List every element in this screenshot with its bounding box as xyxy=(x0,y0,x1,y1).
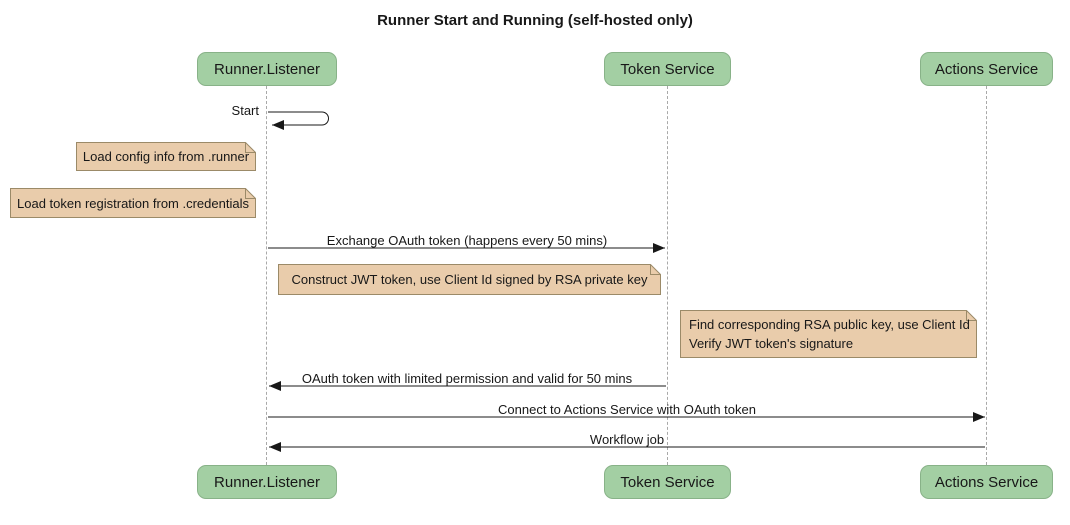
note-text: Load token registration from .credential… xyxy=(17,195,249,211)
note-load-token-registration: Load token registration from .credential… xyxy=(10,188,256,218)
note-text: Find corresponding RSA public key, use C… xyxy=(680,310,977,358)
message-label-start: Start xyxy=(231,103,259,118)
lifeline-token-service xyxy=(667,86,668,465)
participant-top-runner-listener: Runner.Listener xyxy=(197,52,337,86)
participant-bottom-actions-service: Actions Service xyxy=(920,465,1053,499)
participant-top-actions-service: Actions Service xyxy=(920,52,1053,86)
lifeline-runner-listener xyxy=(266,86,267,465)
message-label-exchange-oauth: Exchange OAuth token (happens every 50 m… xyxy=(326,233,608,248)
diagram-title: Runner Start and Running (self-hosted on… xyxy=(377,12,693,29)
note-verify-jwt: Find corresponding RSA public key, use C… xyxy=(680,310,977,358)
message-label-connect-actions: Connect to Actions Service with OAuth to… xyxy=(498,402,756,417)
lifeline-actions-service xyxy=(986,86,987,465)
note-text: Construct JWT token, use Client Id signe… xyxy=(291,272,648,287)
note-shape xyxy=(278,264,661,295)
participant-top-token-service: Token Service xyxy=(604,52,731,86)
note-text: Load config info from .runner xyxy=(82,149,250,164)
participant-bottom-runner-listener: Runner.Listener xyxy=(197,465,337,499)
note-shape xyxy=(76,142,256,171)
note-construct-jwt: Construct JWT token, use Client Id signe… xyxy=(278,264,661,295)
arrow-start-self xyxy=(268,111,329,130)
note-load-config: Load config info from .runner xyxy=(76,142,256,171)
note-shape xyxy=(680,310,977,358)
note-line-1: Find corresponding RSA public key, use C… xyxy=(689,317,970,332)
note-line-2: Verify JWT token's signature xyxy=(689,336,854,351)
participant-bottom-token-service: Token Service xyxy=(604,465,731,499)
note-shape xyxy=(10,188,256,218)
message-label-workflow-job: Workflow job xyxy=(589,432,665,447)
message-label-oauth-return: OAuth token with limited permission and … xyxy=(301,371,633,386)
